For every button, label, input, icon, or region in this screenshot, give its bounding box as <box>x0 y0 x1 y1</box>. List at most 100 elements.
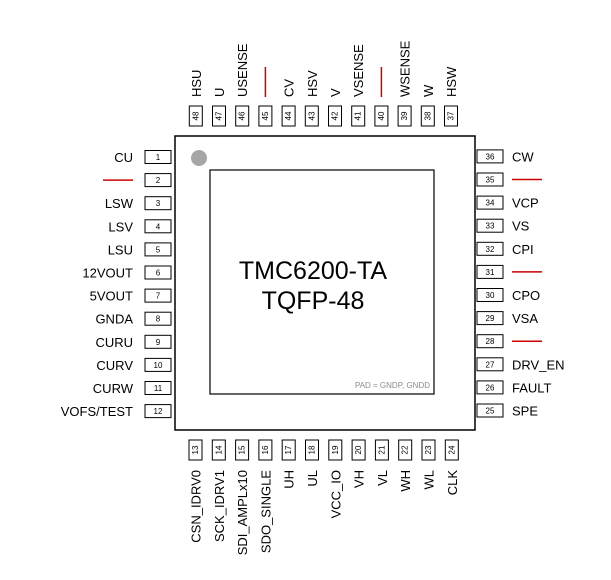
pin-number: 28 <box>486 337 495 346</box>
pin-number: 1 <box>156 153 161 162</box>
pin-number: 13 <box>191 445 200 454</box>
pin-box <box>398 439 413 461</box>
pin-label: GNDA <box>95 312 133 327</box>
pin-box <box>351 439 366 461</box>
pin-label: V <box>328 88 343 97</box>
pin-label: SPE <box>512 404 538 419</box>
pin-label: SDO_SINGLE <box>258 470 273 553</box>
pin-label: CSN_IDRV0 <box>189 470 204 543</box>
pin-number: 43 <box>307 111 316 120</box>
chip-package: TQFP-48 <box>262 287 365 315</box>
pin-label: WSENSE <box>398 40 413 97</box>
pin-number: 11 <box>154 384 163 393</box>
pin-label: WL <box>422 470 437 490</box>
pin-label: CW <box>512 149 534 164</box>
pin-number: 35 <box>486 176 495 185</box>
pin-number: 27 <box>486 360 495 369</box>
pin-label: CPI <box>512 242 534 257</box>
pin-box <box>476 288 504 302</box>
pin-number: 41 <box>354 111 363 120</box>
pin-number: 32 <box>486 245 495 254</box>
pin-number: 12 <box>154 407 163 416</box>
pin-label: SCK_IDRV1 <box>212 470 227 542</box>
pin-label: VSENSE <box>351 44 366 97</box>
pin-label: LSV <box>108 219 133 234</box>
pin-box <box>476 172 504 187</box>
pin-number: 47 <box>215 111 224 120</box>
pin-box <box>476 195 504 210</box>
pin-label: CURW <box>93 381 134 396</box>
pin-box <box>281 105 296 127</box>
pin-box <box>328 439 343 461</box>
pin-box <box>211 439 226 461</box>
pin-label: CLK <box>445 470 460 496</box>
pin-number: 36 <box>486 152 495 161</box>
exposed-pad-outline <box>209 169 435 395</box>
pin-box <box>476 403 504 418</box>
pin-number: 24 <box>447 445 456 454</box>
pin-box <box>144 242 172 257</box>
pin-number: 6 <box>156 269 161 278</box>
pin-label: VOFS/TEST <box>61 404 133 419</box>
pin-box <box>258 439 273 461</box>
pin-box <box>258 105 273 127</box>
pin-box <box>351 105 366 127</box>
pin-number: 9 <box>156 338 161 347</box>
pin-number: 7 <box>156 292 161 301</box>
pin-label: 12VOUT <box>82 266 133 281</box>
pin-box <box>212 105 226 127</box>
pin-label: LSU <box>108 242 133 257</box>
pin-label: USENSE <box>235 43 250 97</box>
pin-box <box>328 105 342 127</box>
pin-box <box>476 264 504 279</box>
pins-group: 1CU23LSW4LSV5LSU612VOUT75VOUT8GNDA9CURU1… <box>61 40 565 555</box>
pin-number: 45 <box>261 111 270 120</box>
pin-box <box>444 439 459 461</box>
pin-label: WH <box>398 470 413 492</box>
pin-number: 26 <box>486 383 495 392</box>
pin-label: CURU <box>95 335 133 350</box>
pin-box <box>476 241 504 256</box>
pin-box <box>144 381 172 395</box>
pin-number: 21 <box>377 445 386 454</box>
pin-number: 16 <box>261 445 270 454</box>
pin-number: 22 <box>401 445 410 454</box>
pin-box <box>144 288 172 303</box>
pin-label: HSW <box>444 66 459 97</box>
pin-label: CU <box>114 150 133 165</box>
pin-number: 46 <box>238 111 247 120</box>
pin-number: 29 <box>486 314 495 323</box>
pin-number: 4 <box>156 222 161 231</box>
pin-label: VCC_IO <box>328 470 343 518</box>
pin-box <box>397 105 412 127</box>
pin-number: 8 <box>156 315 161 324</box>
pin-box <box>235 105 250 127</box>
pin-number: 5 <box>156 245 161 254</box>
pin-label: CURV <box>96 358 133 373</box>
pin-label: SDI_AMPLx10 <box>235 470 250 555</box>
pin-label: CV <box>282 79 297 97</box>
pin-number: 30 <box>486 291 495 300</box>
pin-box <box>476 149 504 164</box>
pin-number: 31 <box>486 268 495 277</box>
pin-box <box>374 439 389 461</box>
pin-box <box>476 380 504 395</box>
pin-number: 25 <box>486 407 495 416</box>
pin-box <box>305 439 319 461</box>
pin-box <box>476 311 504 326</box>
pin-number: 39 <box>400 111 409 120</box>
pin-box <box>476 334 504 349</box>
pin-label: 5VOUT <box>90 289 133 304</box>
pin-label: W <box>421 84 436 97</box>
pin-box <box>144 311 172 326</box>
pin-label: VS <box>512 219 530 234</box>
pin-box <box>144 265 172 280</box>
pin-number: 19 <box>331 445 340 454</box>
pin-label: UL <box>305 470 320 487</box>
pin-number: 40 <box>377 111 386 120</box>
pin1-marker-dot <box>191 150 207 166</box>
pin-box <box>188 439 203 461</box>
pin-number: 37 <box>447 111 456 120</box>
pin-box <box>144 150 172 164</box>
